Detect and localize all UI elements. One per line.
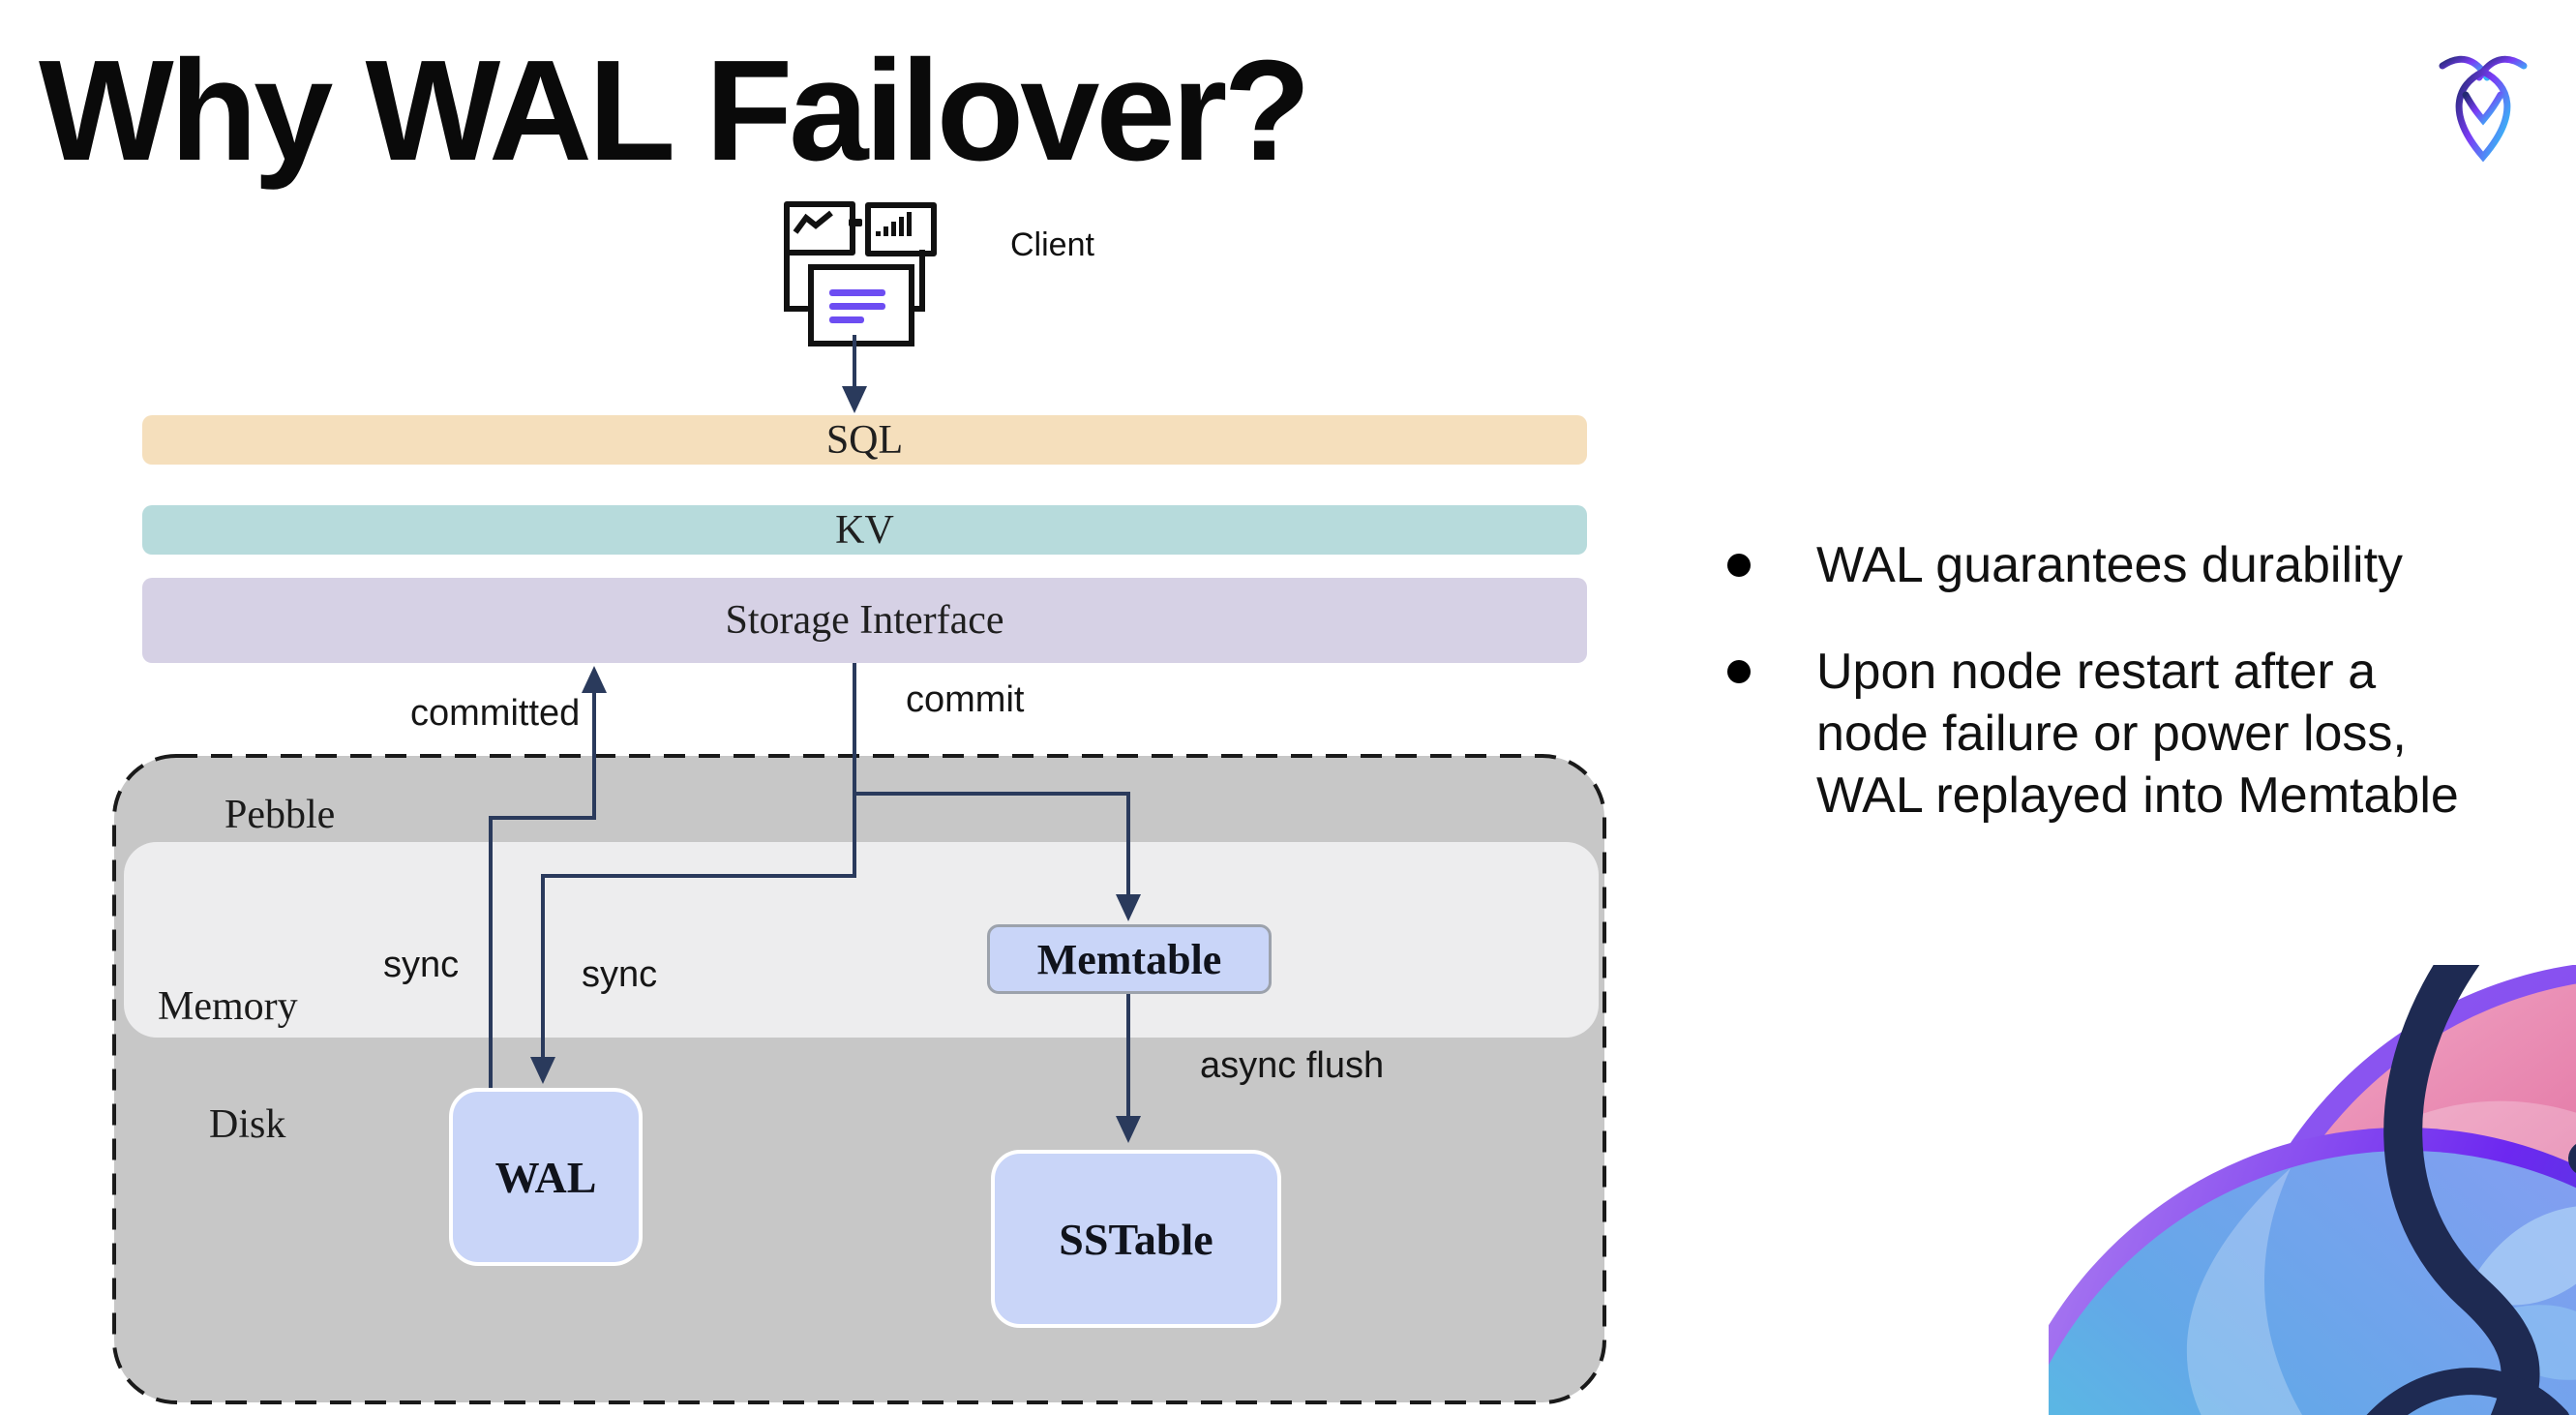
- bullet-1-line-1: WAL guarantees durability: [1816, 537, 2404, 593]
- layer-sql: SQL: [142, 415, 1587, 465]
- commit-connector-h: [853, 792, 1130, 796]
- cockroachdb-logo-icon: [2439, 55, 2528, 163]
- memtable-node: Memtable: [987, 924, 1272, 994]
- bullet-dot: [1727, 660, 1751, 683]
- layer-storage-interface: Storage Interface: [142, 578, 1587, 663]
- layer-sql-label: SQL: [825, 417, 904, 463]
- page-title: Why WAL Failover?: [39, 31, 1311, 191]
- right-bracket-icon: [919, 250, 925, 312]
- bar-chart-icon: [865, 202, 937, 256]
- client-label: Client: [1010, 226, 1094, 263]
- brand-artwork: [2049, 965, 2576, 1415]
- sstable-node: SSTable: [991, 1150, 1281, 1328]
- sync-wal-connector-v: [541, 874, 545, 1061]
- layer-storage-label: Storage Interface: [725, 598, 1004, 643]
- memory-region: [124, 842, 1599, 1038]
- bullet-dot: [1727, 554, 1751, 577]
- memory-label: Memory: [158, 984, 298, 1029]
- client-sql-arrowhead: [842, 386, 867, 413]
- commit-connector-v: [853, 663, 856, 878]
- bullet-list: WAL guarantees durability Upon node rest…: [1727, 534, 2552, 827]
- brand-artwork-graphic: [2049, 965, 2576, 1415]
- left-bracket-icon: [784, 250, 790, 312]
- line-chart-icon: [784, 201, 855, 256]
- layer-kv: KV: [142, 505, 1587, 555]
- document-icon: [808, 264, 914, 346]
- async-flush-label: async flush: [1200, 1045, 1385, 1086]
- bullet-item-2: Upon node restart after a node failure o…: [1727, 641, 2552, 827]
- committed-connector-v2: [592, 691, 596, 820]
- wal-node: WAL: [449, 1088, 643, 1266]
- disk-label: Disk: [209, 1102, 286, 1147]
- committed-label: committed: [410, 693, 581, 734]
- committed-arrowhead: [582, 666, 607, 693]
- left-bracket-foot: [784, 306, 809, 312]
- commit-memtable-connector: [1126, 792, 1130, 898]
- pebble-label: Pebble: [225, 793, 336, 837]
- icon-connector-dash: [849, 219, 862, 226]
- bullet-item-1: WAL guarantees durability: [1727, 534, 2552, 596]
- committed-connector-h: [489, 816, 596, 820]
- async-flush-arrowhead: [1116, 1116, 1141, 1143]
- commit-memtable-arrowhead: [1116, 894, 1141, 921]
- commit-label: commit: [906, 679, 1025, 720]
- memtable-label: Memtable: [1036, 935, 1222, 983]
- sstable-label: SSTable: [1059, 1214, 1213, 1264]
- async-flush-connector: [1126, 988, 1130, 1120]
- committed-connector-v1: [489, 816, 493, 1088]
- bullet-2-line-2: node failure or power loss,: [1816, 706, 2407, 762]
- client-sql-connector: [853, 335, 856, 387]
- wal-label: WAL: [494, 1152, 597, 1202]
- sync-wal-arrowhead: [530, 1057, 555, 1084]
- bullet-2-line-1: Upon node restart after a: [1816, 644, 2377, 700]
- sync-right-label: sync: [582, 954, 658, 995]
- sync-wal-connector-h: [541, 874, 856, 878]
- layer-kv-label: KV: [835, 507, 894, 553]
- sync-left-label: sync: [383, 945, 460, 985]
- bullet-2-line-3: WAL replayed into Memtable: [1816, 768, 2459, 824]
